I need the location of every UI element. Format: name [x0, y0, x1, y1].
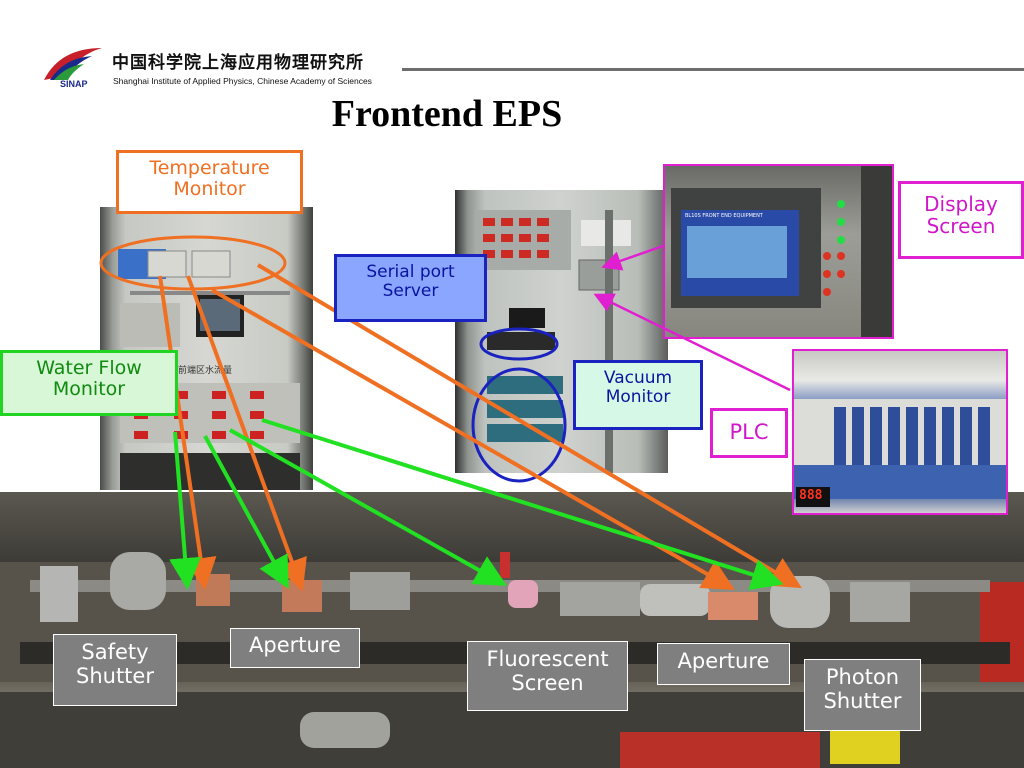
panel-label-text: 前端区水流量	[178, 366, 233, 376]
label-line: Safety	[81, 640, 149, 664]
water-flow-monitor-label: Water Flow Monitor	[0, 350, 178, 416]
green-arrow-4	[261, 418, 784, 591]
label-line: Fluorescent	[486, 647, 609, 671]
orange-arrow-1	[158, 275, 217, 590]
photon-shutter-label: Photon Shutter	[804, 659, 921, 731]
label-line: Screen	[511, 670, 584, 695]
plc-photo: 888	[792, 349, 1008, 515]
aperture-label-2: Aperture	[657, 643, 790, 685]
temperature-monitor-label: Temperature Monitor	[116, 150, 303, 214]
orange-arrow-3	[211, 288, 735, 590]
plc-readout-text: 888	[799, 488, 823, 503]
fluorescent-screen-label: Fluorescent Screen	[467, 641, 628, 711]
label-line: Water Flow	[36, 357, 142, 379]
serial-port-server-label: Serial port Server	[334, 254, 487, 322]
label-line: Monitor	[52, 378, 126, 401]
label-line: Screen	[926, 214, 996, 239]
safety-shutter-label: Safety Shutter	[53, 634, 177, 706]
label-line: Server	[382, 281, 439, 302]
plc-label: PLC	[710, 408, 788, 458]
label-line: Vacuum	[603, 368, 673, 388]
label-line: Serial port	[366, 262, 455, 282]
display-screen-photo: BL10S FRONT END EQUIPMENT	[663, 164, 894, 339]
institute-name-english: Shanghai Institute of Applied Physics, C…	[113, 76, 372, 86]
label-line: Monitor	[173, 178, 246, 201]
sinap-logo-icon	[44, 48, 102, 80]
label-line: Monitor	[605, 387, 671, 408]
green-arrow-1	[169, 431, 202, 590]
magenta-arrow-plc	[593, 293, 791, 392]
page-title: Frontend EPS	[331, 93, 563, 135]
magenta-arrow-display	[601, 244, 664, 271]
label-line: Display	[924, 192, 998, 216]
vacuum-monitor-label: Vacuum Monitor	[573, 360, 703, 430]
green-arrow-3	[229, 428, 507, 586]
label-line: Temperature	[149, 157, 270, 179]
temperature-callout-ellipse	[99, 235, 287, 291]
hmi-header-text: BL10S FRONT END EQUIPMENT	[685, 213, 763, 219]
label-line: Photon	[825, 665, 900, 689]
serial-callout-ellipse	[479, 327, 559, 361]
display-screen-label: Display Screen	[898, 181, 1024, 259]
label-line: Shutter	[823, 688, 902, 713]
header-rule	[402, 68, 1024, 71]
orange-arrow-2	[186, 275, 307, 592]
aperture-label-1: Aperture	[230, 628, 360, 668]
institute-name-chinese: 中国科学院上海应用物理研究所	[112, 53, 364, 73]
label-line: Shutter	[76, 663, 154, 688]
logo-abbreviation: SINAP	[60, 79, 88, 89]
green-arrow-2	[203, 435, 289, 590]
vacuum-callout-ellipse	[471, 367, 567, 483]
